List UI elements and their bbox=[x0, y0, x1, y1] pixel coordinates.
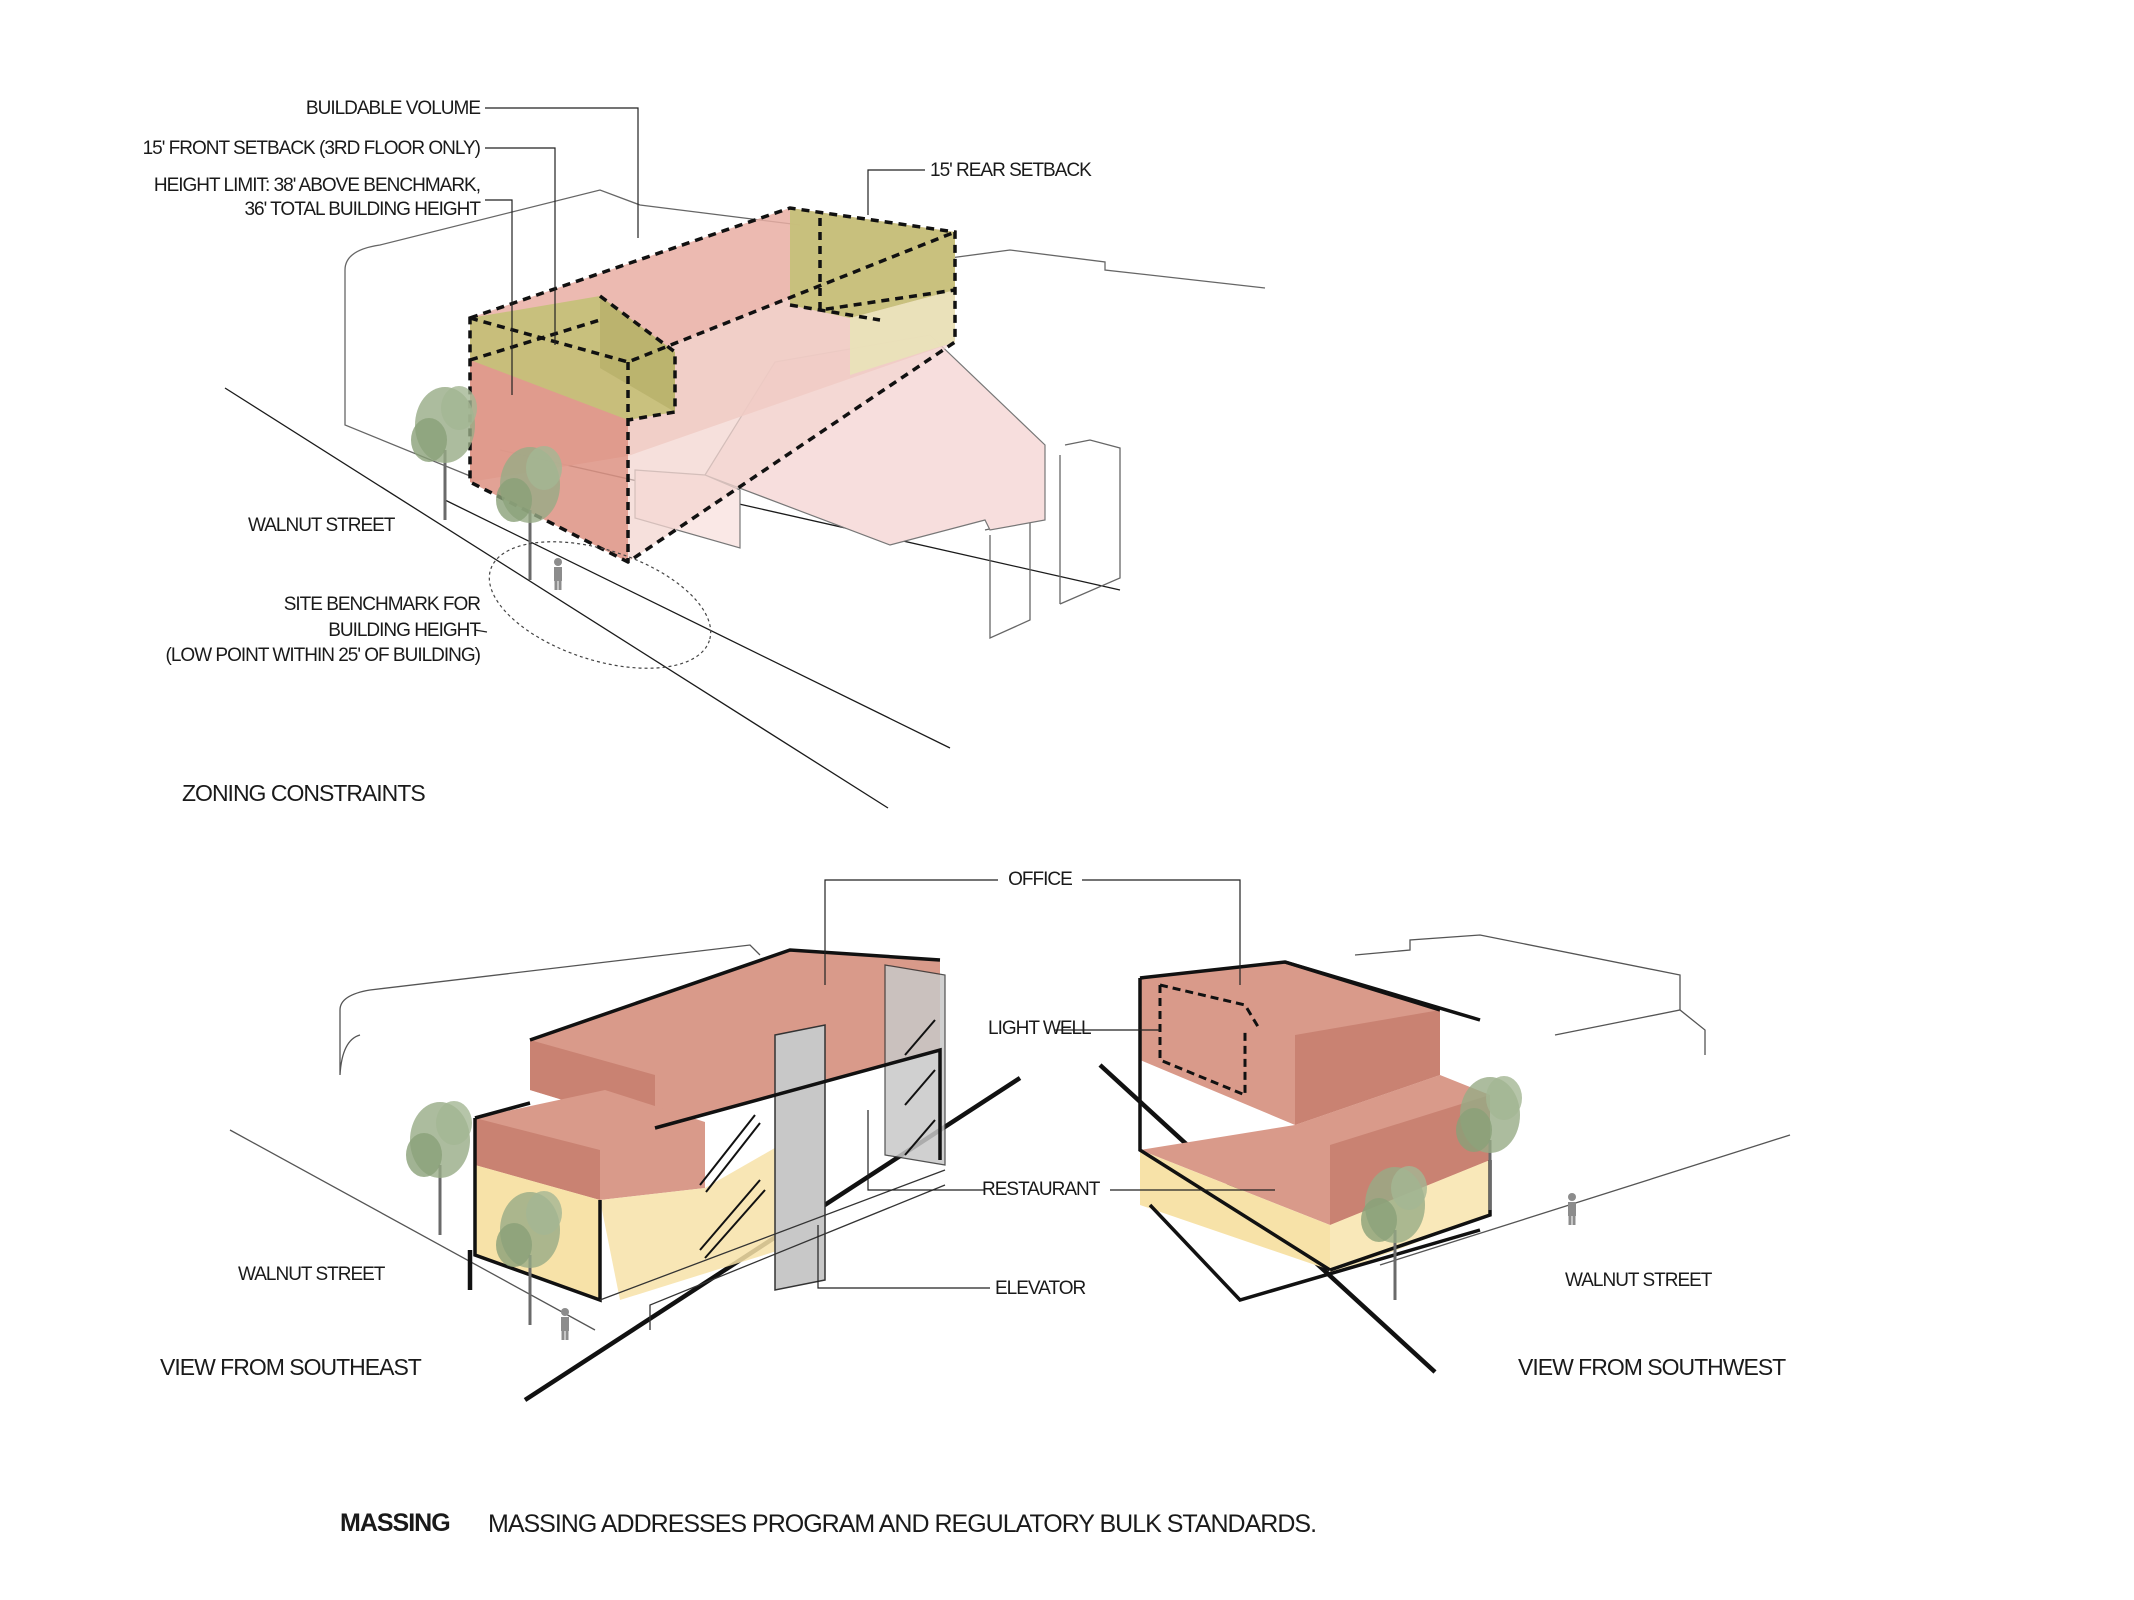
tree-icon bbox=[404, 1099, 474, 1237]
program-leader-lines bbox=[817, 879, 1275, 1289]
label-benchmark-height: BUILDING HEIGHT bbox=[328, 620, 481, 641]
view-southeast-diagram bbox=[229, 944, 1022, 1402]
person-icon bbox=[1566, 1191, 1578, 1227]
zoning-diagram bbox=[224, 107, 1266, 809]
person-icon bbox=[552, 556, 564, 592]
label-height-limit-total: 36' TOTAL BUILDING HEIGHT bbox=[244, 199, 481, 220]
label-buildable-volume: BUILDABLE VOLUME bbox=[305, 98, 481, 119]
tree-icon bbox=[409, 384, 479, 522]
caption-zoning-constraints: ZONING CONSTRAINTS bbox=[182, 780, 426, 806]
person-icon bbox=[559, 1306, 571, 1342]
caption-view-southeast: VIEW FROM SOUTHEAST bbox=[160, 1354, 422, 1380]
buildable-outline bbox=[468, 206, 957, 565]
footer-description: MASSING ADDRESSES PROGRAM AND REGULATORY… bbox=[488, 1510, 1317, 1538]
label-front-setback: 15' FRONT SETBACK (3RD FLOOR ONLY) bbox=[142, 138, 481, 159]
label-elevator: ELEVATOR bbox=[995, 1278, 1086, 1299]
caption-view-southwest: VIEW FROM SOUTHWEST bbox=[1518, 1354, 1786, 1380]
context-buildings bbox=[344, 189, 1266, 640]
label-height-limit: HEIGHT LIMIT: 38' ABOVE BENCHMARK, bbox=[153, 175, 481, 196]
label-street-southwest: WALNUT STREET bbox=[1565, 1270, 1712, 1291]
restaurant-volume bbox=[1140, 1060, 1330, 1270]
label-street-zoning: WALNUT STREET bbox=[248, 515, 395, 536]
light-well-outline bbox=[1158, 983, 1262, 1098]
label-restaurant: RESTAURANT bbox=[982, 1179, 1100, 1200]
front-setback-volume bbox=[470, 296, 675, 420]
footer-title: MASSING bbox=[340, 1509, 451, 1537]
label-light-well: LIGHT WELL bbox=[988, 1018, 1092, 1039]
label-benchmark-note: (LOW POINT WITHIN 25' OF BUILDING) bbox=[165, 645, 481, 666]
label-rear-setback: 15' REAR SETBACK bbox=[930, 160, 1092, 181]
label-benchmark: SITE BENCHMARK FOR bbox=[283, 594, 481, 615]
zoning-leader-lines bbox=[474, 107, 925, 633]
label-street-southeast: WALNUT STREET bbox=[238, 1264, 385, 1285]
view-southwest-diagram bbox=[1098, 934, 1791, 1374]
stair bbox=[699, 1019, 936, 1259]
label-office: OFFICE bbox=[1008, 869, 1073, 890]
